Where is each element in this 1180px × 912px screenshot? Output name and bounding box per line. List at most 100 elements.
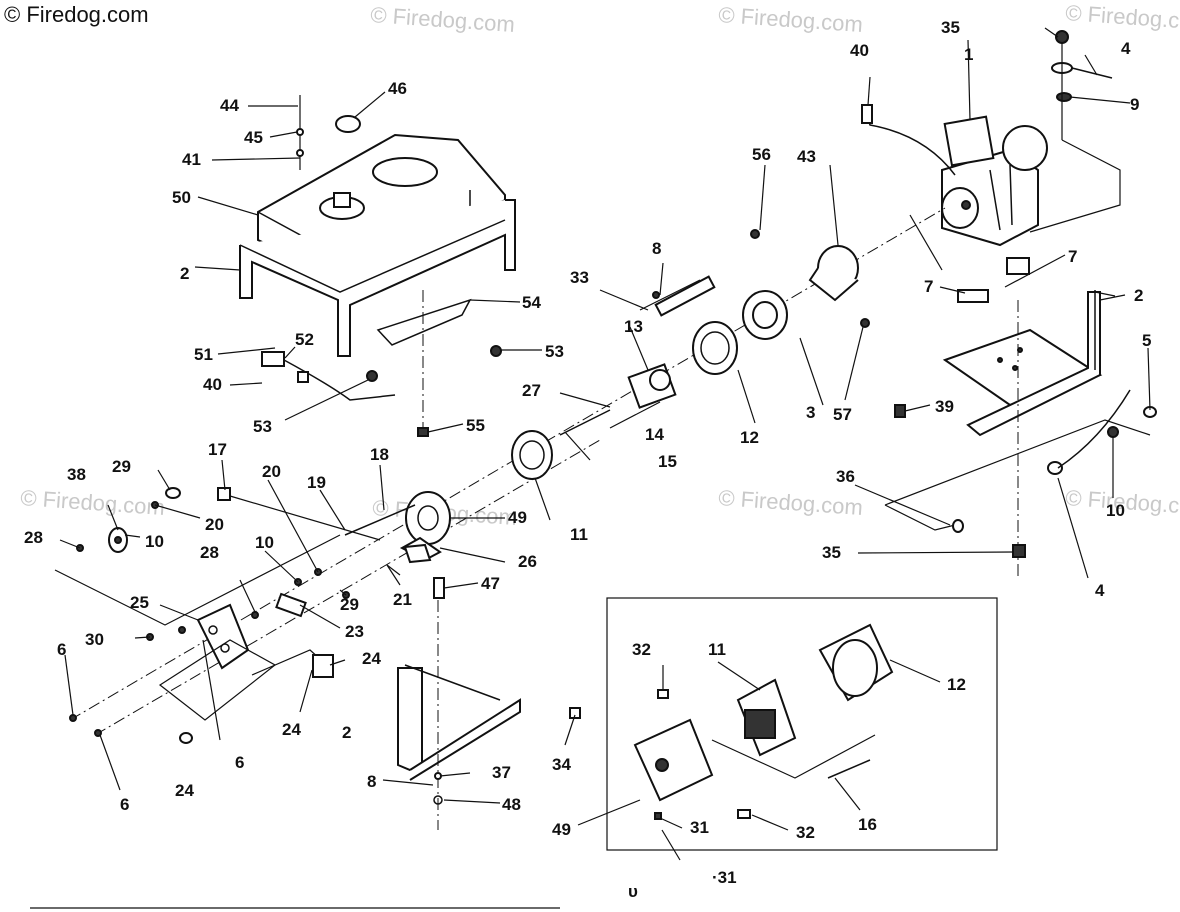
- callout-48: 48: [502, 795, 521, 814]
- callout-17: 17: [208, 440, 227, 459]
- callout-35: 35: [941, 18, 960, 37]
- fuel-valve: [261, 351, 396, 401]
- callout-52: 52: [295, 330, 314, 349]
- callout-34: 34: [552, 755, 571, 774]
- callout-30: 30: [85, 630, 104, 649]
- inset-box: [569, 597, 998, 851]
- callout-24: 24: [175, 781, 194, 800]
- callout-31: ·31: [712, 868, 737, 887]
- watermark: © Firedog.com: [1065, 0, 1180, 35]
- callout-labels: 1 2 2 2 3 4 4 5 6 6 6 7 7 8 8 9 10 10 10…: [24, 18, 1151, 887]
- callout-46: 46: [388, 79, 407, 98]
- callout-32: 32: [796, 823, 815, 842]
- callout-40: 40: [203, 375, 222, 394]
- callout-24: 24: [282, 720, 301, 739]
- callout-25: 25: [130, 593, 149, 612]
- callout-31: 31: [690, 818, 709, 837]
- callout-45: 45: [244, 128, 263, 147]
- callout-6: 6: [120, 795, 129, 814]
- callout-6: 6: [235, 753, 244, 772]
- callout-11: 11: [708, 640, 726, 659]
- callout-27: 27: [522, 381, 541, 400]
- callout-4: 4: [1095, 581, 1105, 600]
- adapter-ring: [750, 229, 870, 328]
- callout-2: 2: [342, 723, 351, 742]
- callout-53: 53: [253, 417, 272, 436]
- callout-26: 26: [518, 552, 537, 571]
- frame-top: [239, 199, 516, 357]
- hardware-left-top: [296, 95, 502, 437]
- watermark: © Firedog.com: [718, 2, 864, 37]
- callout-13: 13: [624, 317, 643, 336]
- callout-57: 57: [833, 405, 852, 424]
- watermark: © Firedog.com: [20, 485, 166, 520]
- stray-glyph: υ: [628, 882, 638, 901]
- frame-right: [966, 290, 1101, 437]
- callout-24: 24: [362, 649, 381, 668]
- callout-39: 39: [935, 397, 954, 416]
- callout-37: 37: [492, 763, 511, 782]
- shaft-centerline: [69, 207, 946, 736]
- callout-50: 50: [172, 188, 191, 207]
- engine: [941, 115, 1048, 247]
- callout-29: 29: [112, 457, 131, 476]
- rotor: [511, 430, 553, 480]
- callout-55: 55: [466, 416, 485, 435]
- callout-56: 56: [752, 145, 771, 164]
- callout-51: 51: [194, 345, 213, 364]
- callout-10: 10: [145, 532, 164, 551]
- callout-2: 2: [1134, 286, 1143, 305]
- callout-44: 44: [220, 96, 239, 115]
- engine-hardware: [861, 30, 1121, 303]
- callout-16: 16: [858, 815, 877, 834]
- callout-54: 54: [522, 293, 541, 312]
- callout-6: 6: [57, 640, 66, 659]
- callout-1: 1: [964, 45, 973, 64]
- callout-35: 35: [822, 543, 841, 562]
- watermark: © Firedog.com: [718, 485, 864, 520]
- callout-8: 8: [652, 239, 661, 258]
- fuel-cap: [335, 115, 361, 133]
- callout-49: 49: [552, 820, 571, 839]
- callout-12: 12: [740, 428, 759, 447]
- right-hardware: [884, 300, 1157, 580]
- callout-8: 8: [367, 772, 376, 791]
- callout-12: 12: [947, 675, 966, 694]
- watermark-top-left: © Firedog.com: [4, 2, 149, 27]
- callout-19: 19: [307, 473, 326, 492]
- callout-49: 49: [508, 508, 527, 527]
- callout-9: 9: [1130, 95, 1139, 114]
- callout-10: 10: [255, 533, 274, 552]
- callout-28: 28: [24, 528, 43, 547]
- callout-32: 32: [632, 640, 651, 659]
- callout-41: 41: [182, 150, 201, 169]
- callout-5: 5: [1142, 331, 1151, 350]
- callout-18: 18: [370, 445, 389, 464]
- callout-7: 7: [1068, 247, 1077, 266]
- end-cover: [146, 568, 334, 744]
- callout-36: 36: [836, 467, 855, 486]
- callout-2: 2: [180, 264, 189, 283]
- watermark: © Firedog.com: [370, 2, 516, 37]
- callout-14: 14: [645, 425, 664, 444]
- brush-holder: [54, 487, 381, 626]
- frame-bottom: [397, 600, 521, 830]
- callout-11: 11: [570, 525, 588, 544]
- callout-40: 40: [850, 41, 869, 60]
- shaft-parts: [344, 275, 716, 536]
- end-bell: [627, 363, 677, 409]
- callout-29: 29: [340, 595, 359, 614]
- callout-10: 10: [1106, 501, 1125, 520]
- bearing-ring: [742, 290, 788, 340]
- callout-28: 28: [200, 543, 219, 562]
- callout-38: 38: [67, 465, 86, 484]
- callout-7: 7: [924, 277, 933, 296]
- callout-4: 4: [1121, 39, 1131, 58]
- callout-23: 23: [345, 622, 364, 641]
- callout-43: 43: [797, 147, 816, 166]
- callout-47: 47: [481, 574, 500, 593]
- callout-21: 21: [393, 590, 412, 609]
- callout-33: 33: [570, 268, 589, 287]
- callout-15: 15: [658, 452, 677, 471]
